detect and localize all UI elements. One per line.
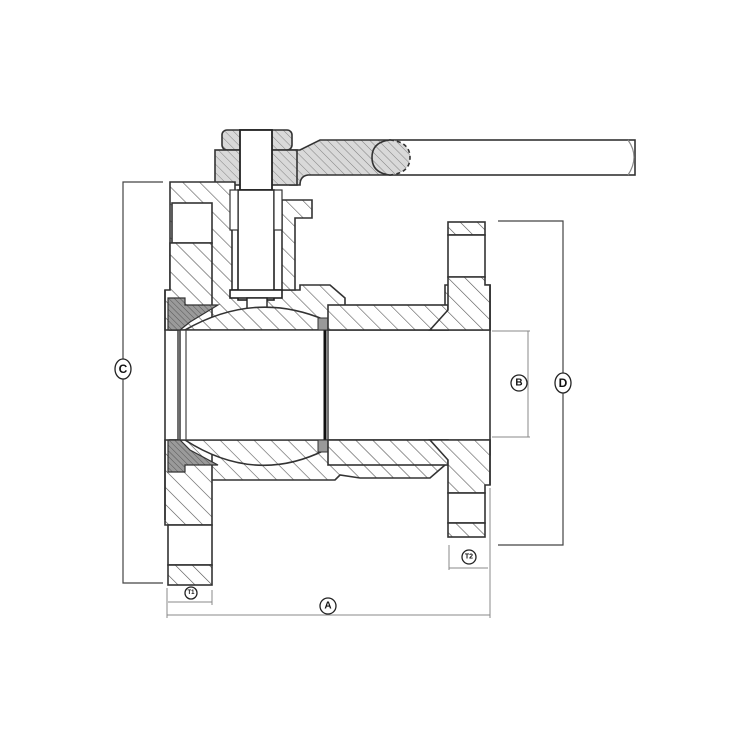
label-c: C [119, 362, 128, 376]
dimension-t1: T1 [168, 586, 213, 605]
lever-handle [289, 139, 636, 186]
dimension-b: B [492, 330, 530, 438]
ball [177, 306, 329, 467]
dimension-c: C [114, 181, 163, 584]
seat-left [167, 297, 221, 473]
label-d: D [559, 376, 568, 390]
dimension-d: D [498, 220, 572, 546]
label-b: B [515, 378, 522, 389]
flange-right [327, 221, 491, 538]
dimension-a: A [166, 488, 491, 618]
label-a: A [324, 601, 331, 612]
label-t2: T2 [465, 554, 473, 561]
label-t1: T1 [187, 590, 195, 596]
dimension-t2: T2 [448, 545, 488, 570]
